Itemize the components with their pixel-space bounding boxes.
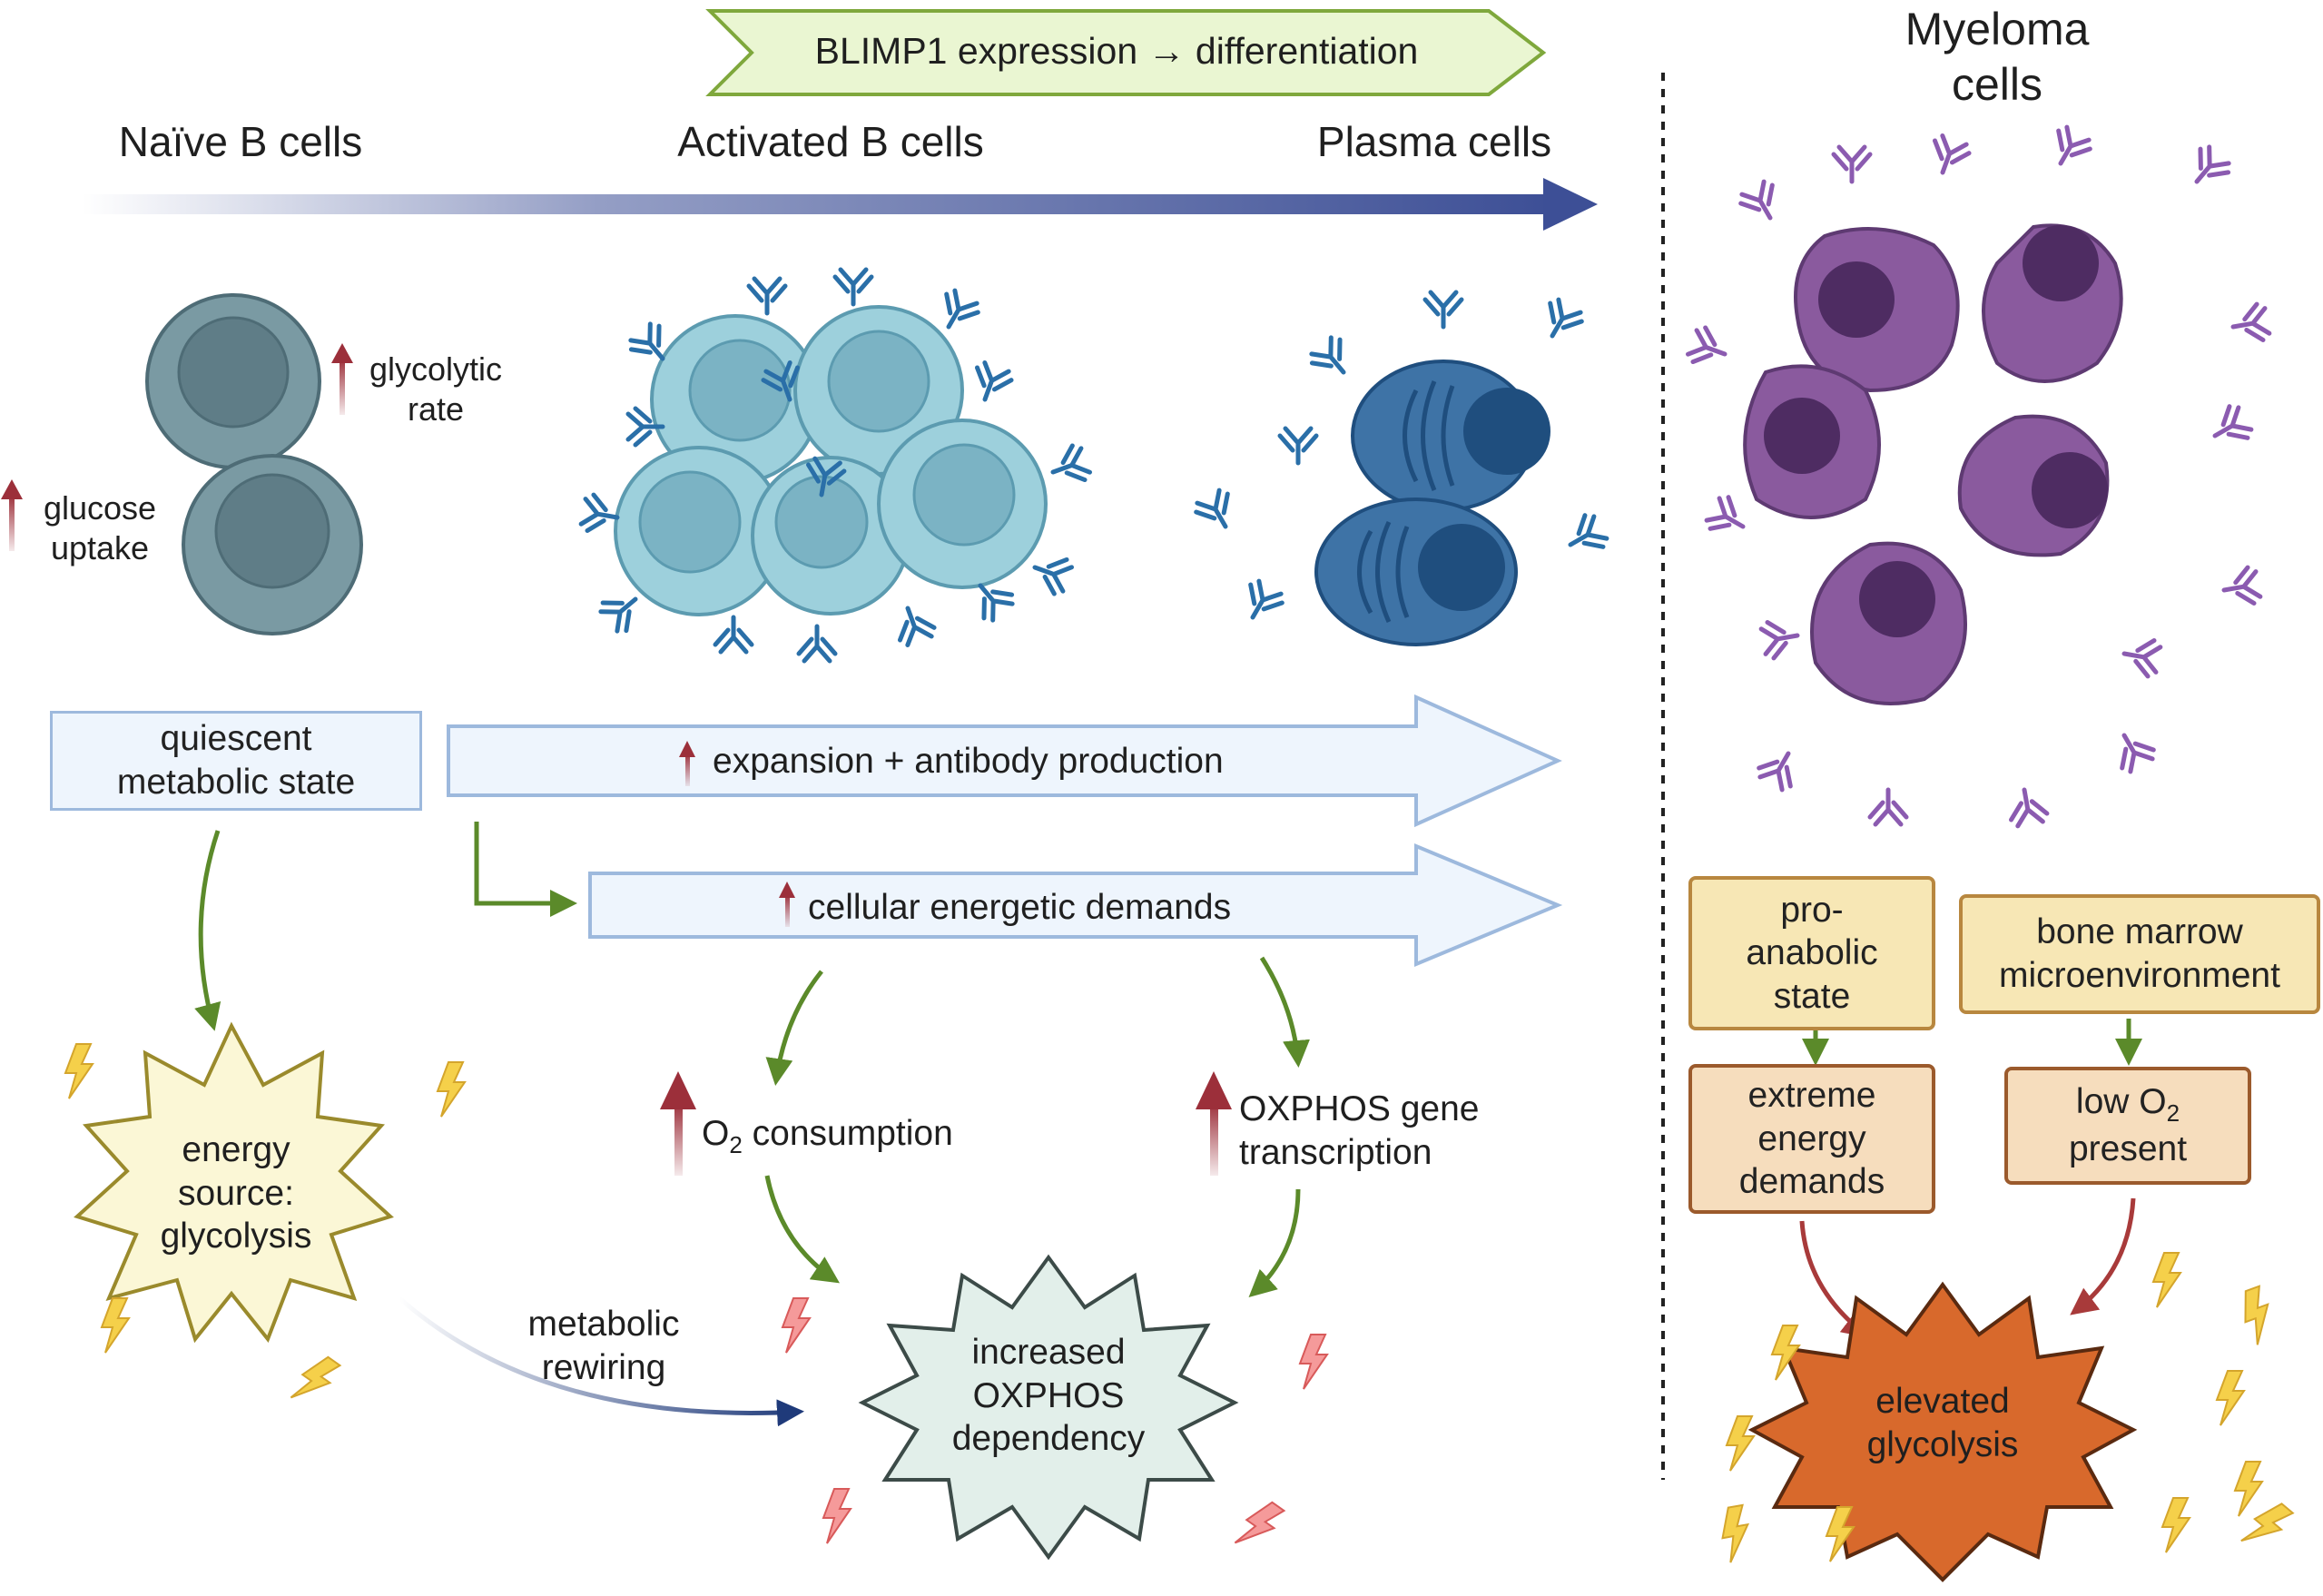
quiescent-line1: quiescent	[160, 719, 312, 759]
metabolic-rewiring-label: metabolic rewiring	[504, 1303, 704, 1389]
o2-symbol: O	[702, 1114, 730, 1153]
pro-line2: anabolic	[1746, 933, 1878, 973]
glucose-up-arrow	[1, 479, 23, 551]
low-o2-present-box: low O2 present	[2004, 1067, 2251, 1185]
oxphos-dependency-burst	[858, 1254, 1239, 1561]
lowo2-line2: present	[2068, 1129, 2188, 1169]
energetic-to-o2-arrow	[765, 970, 823, 1086]
extreme-energy-demands-box: extreme energy demands	[1688, 1064, 1935, 1214]
oxphos-line1: OXPHOS gene	[1239, 1089, 1480, 1128]
bone-marrow-microenvironment-box: bone marrow microenvironment	[1959, 894, 2320, 1014]
o2-up-arrow	[660, 1071, 696, 1176]
timeline-arrow	[82, 178, 1598, 231]
pro-line1: pro-	[1780, 890, 1844, 930]
glycolytic-up-arrow	[331, 343, 353, 415]
banner-arrow	[705, 9, 1547, 96]
o2-consumption-text: consumption	[742, 1114, 953, 1153]
metabolic-rewiring-arrow	[398, 1296, 804, 1427]
o2-subscript: 2	[729, 1130, 743, 1158]
activated-b-cells-illustration	[580, 270, 1091, 661]
expansion-label: expansion + antibody production	[713, 742, 1224, 781]
extreme-line3: demands	[1738, 1162, 1885, 1202]
extreme-line2: energy	[1757, 1118, 1866, 1158]
energetic-up-arrow	[779, 882, 795, 927]
glycolysis-burst-line2: source:	[178, 1173, 294, 1213]
quiescent-metabolic-state-box: quiescent metabolic state	[50, 711, 422, 811]
stage-plasma-cells: Plasma cells	[1316, 118, 1552, 165]
bone-line2: microenvironment	[1999, 956, 2280, 995]
glycolytic-rate-label: glycolytic rate	[354, 350, 517, 429]
elevated-burst-label: elevated glycolysis	[1843, 1380, 2042, 1466]
expansion-arrow-shape	[447, 694, 1562, 828]
lowo2-line1: low O2	[2075, 1081, 2180, 1127]
stage-naive-b-cells: Naïve B cells	[118, 118, 363, 165]
myeloma-title-line1: Myeloma	[1905, 4, 2090, 54]
glycolytic-line1: glycolytic	[369, 350, 503, 388]
quiescent-to-energetic-connector	[474, 822, 577, 917]
glycolysis-burst-label: energy source: glycolysis	[145, 1128, 327, 1258]
glucose-line2: uptake	[50, 528, 150, 566]
stage-myeloma-cells: Myeloma cells	[1843, 2, 2151, 113]
oxphos-burst-line1: increased	[971, 1333, 1126, 1372]
oxphos-burst-line3: dependency	[951, 1419, 1146, 1459]
o2-to-dependency-arrow	[764, 1175, 840, 1284]
energetic-arrow-shape	[588, 843, 1563, 967]
glycolytic-line2: rate	[407, 389, 465, 428]
glycolysis-burst-line1: energy	[182, 1130, 290, 1169]
oxphos-line2: transcription	[1239, 1132, 1432, 1172]
glycolysis-burst-line3: glycolysis	[160, 1217, 312, 1256]
oxphos-to-dependency-arrow	[1248, 1188, 1301, 1298]
expansion-up-arrow	[679, 741, 695, 786]
rewiring-line1: metabolic	[527, 1305, 680, 1344]
pro-anabolic-state-box: pro- anabolic state	[1688, 876, 1935, 1030]
quiescent-to-glycolysis-arrow	[194, 830, 221, 1031]
energetic-to-oxphos-arrow	[1259, 956, 1310, 1068]
banner-label: BLIMP1 expression → differentiation	[814, 30, 1419, 72]
glucose-line1: glucose	[43, 489, 157, 527]
stage-activated-b-cells: Activated B cells	[677, 118, 984, 165]
quiescent-line2: metabolic state	[116, 763, 356, 802]
myeloma-cells-illustration	[1686, 124, 2269, 827]
plasma-cells-illustration	[1193, 292, 1609, 646]
myeloma-title-line2: cells	[1951, 59, 2043, 110]
bone-line1: bone marrow	[2036, 912, 2243, 952]
glucose-uptake-label: glucose uptake	[23, 488, 177, 568]
extreme-line1: extreme	[1747, 1076, 1876, 1116]
oxphos-burst-line2: OXPHOS	[972, 1375, 1125, 1415]
rewiring-line2: rewiring	[541, 1347, 666, 1387]
oxphos-up-arrow	[1196, 1071, 1232, 1176]
energetic-demands-label: cellular energetic demands	[808, 888, 1232, 927]
oxphos-burst-label: increased OXPHOS dependency	[944, 1331, 1153, 1461]
glycolysis-burst	[74, 1021, 394, 1344]
elevated-burst-line2: glycolysis	[1866, 1424, 2019, 1464]
oxphos-transcription-label: OXPHOS gene transcription	[1239, 1088, 1511, 1174]
naive-b-cells-illustration	[145, 293, 363, 635]
elevated-burst-line1: elevated	[1875, 1382, 2010, 1421]
pro-line3: state	[1773, 976, 1851, 1016]
o2-consumption-label: O2 consumption	[702, 1112, 1010, 1160]
low-o2-to-elevated-arrow	[2070, 1197, 2136, 1315]
